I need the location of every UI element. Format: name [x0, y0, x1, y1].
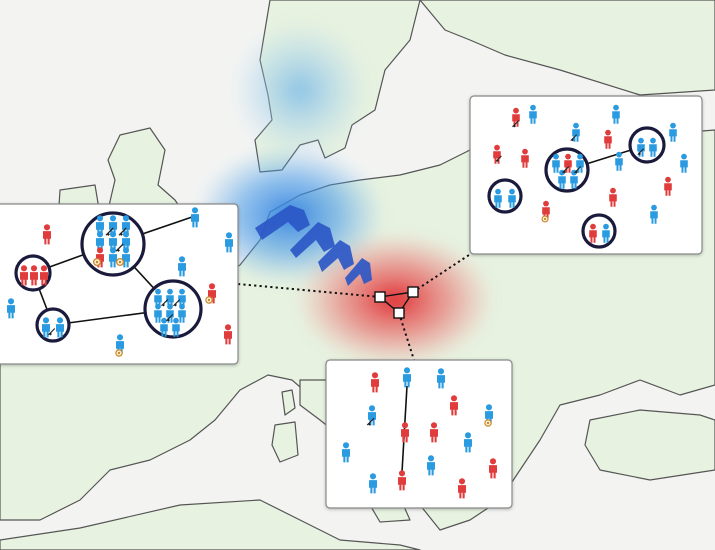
group-ring [35, 307, 71, 343]
coin-icon [205, 296, 213, 304]
coin-icon [115, 349, 123, 357]
connection-line [401, 385, 408, 473]
connector-west [237, 283, 381, 298]
chevron-arrow-4 [345, 258, 372, 286]
baltic-blue-cluster [230, 20, 370, 160]
coin-icon [541, 215, 549, 223]
sardinia-land [271, 421, 299, 463]
central-network-node [374, 286, 419, 319]
south-red-cluster [295, 232, 495, 368]
group-ring [581, 213, 617, 249]
group-ring [143, 279, 203, 339]
coin-icon [92, 258, 102, 266]
coin-icon [115, 258, 125, 266]
finland-land [419, 0, 715, 96]
coin-icon [484, 419, 492, 427]
panel-south [325, 359, 513, 509]
anatolia-land [584, 409, 715, 481]
chevron-arrow-1 [255, 205, 310, 240]
group-ring [487, 178, 523, 214]
corsica-land [281, 389, 296, 416]
africa-land [0, 499, 421, 550]
chevron-arrow-3 [318, 240, 354, 272]
chevron-arrow-2 [290, 222, 335, 258]
migration-arrows [255, 205, 372, 286]
group-ring [628, 126, 666, 164]
panel-connectors [237, 252, 473, 361]
connector-northeast [412, 252, 473, 293]
